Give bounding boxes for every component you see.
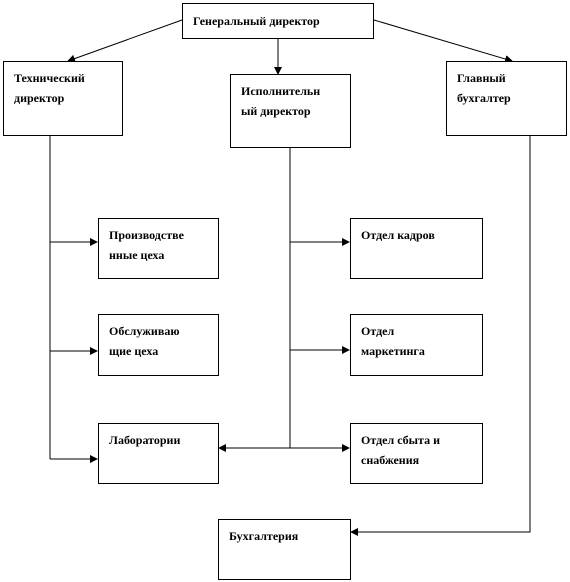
hr-department-box: Отдел кадров	[350, 218, 483, 279]
accounting-box: Бухгалтерия	[218, 519, 351, 580]
arrow-ceo-to-accountant	[373, 19, 513, 63]
production-shops-box: Производстве нные цеха	[98, 218, 219, 279]
ceo-box: Генеральный директор	[182, 3, 374, 39]
chief-accountant-box: Главный бухгалтер	[446, 61, 567, 136]
arrow-ceo-to-tech	[67, 19, 183, 63]
service-shops-box: Обслуживаю щие цеха	[98, 314, 219, 376]
exec-director-box: Исполнительн ый директор	[230, 74, 351, 148]
tech-director-box: Технический директор	[3, 61, 123, 136]
laboratories-box: Лаборатории	[98, 423, 219, 484]
arrow-accountant-to-accounting	[350, 136, 531, 536]
marketing-department-box: Отдел маркетинга	[350, 314, 483, 376]
sales-supply-department-box: Отдел сбыта и снабжения	[350, 423, 483, 484]
